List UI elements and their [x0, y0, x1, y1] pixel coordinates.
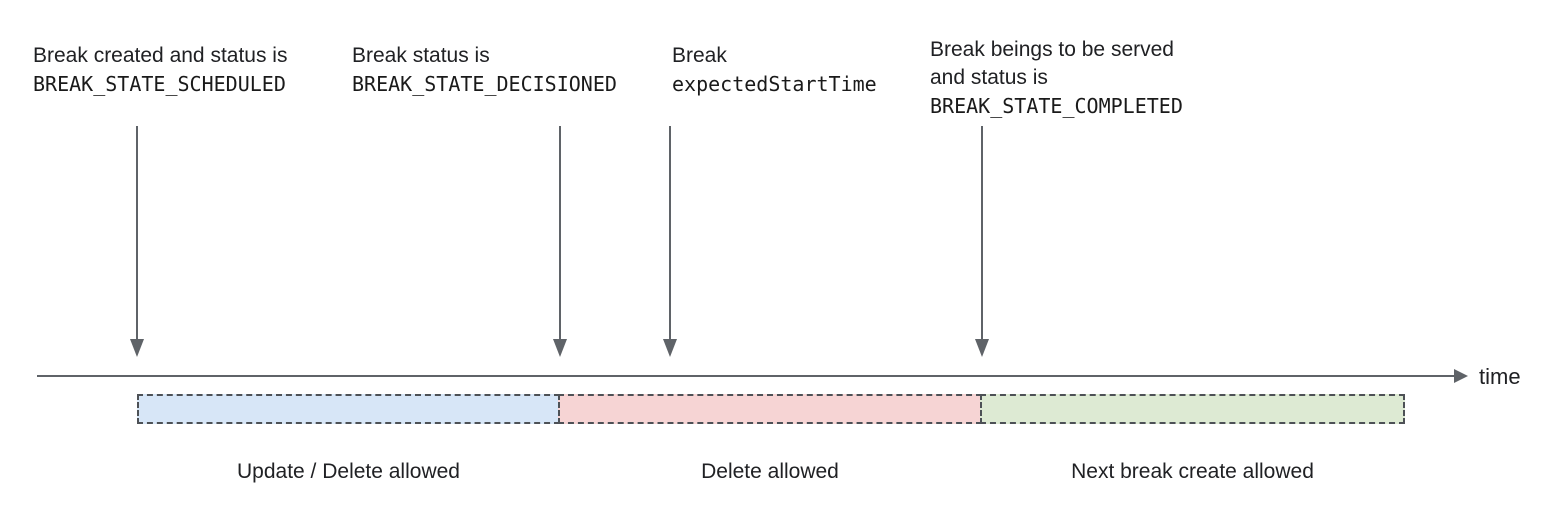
break-state-scheduled-code: BREAK_STATE_SCHEDULED [33, 72, 286, 96]
segment-next-break-create-allowed [980, 394, 1405, 424]
timeline-axis-label: time [1479, 364, 1521, 389]
break-state-decisioned-code: BREAK_STATE_DECISIONED [352, 72, 617, 96]
annotation-text: and status is [930, 66, 1048, 89]
timeline-axis [37, 369, 1468, 383]
expected-start-time-code: expectedStartTime [672, 72, 877, 96]
arrow-down-expected-start-time [663, 126, 677, 357]
arrow-down-break-decisioned [553, 126, 567, 357]
break-state-completed-code: BREAK_STATE_COMPLETED [930, 94, 1183, 118]
annotation-break-completed: Break beings to be served and status is … [930, 36, 1183, 120]
annotation-expected-start-time: Break expectedStartTime [672, 42, 877, 98]
annotation-text: Break created and status is [33, 44, 288, 67]
annotation-text: Break [672, 44, 727, 67]
annotation-break-decisioned: Break status is BREAK_STATE_DECISIONED [352, 42, 617, 98]
segment-label-delete: Delete allowed [701, 460, 839, 483]
annotation-text: Break beings to be served [930, 38, 1174, 61]
segment-update-delete-allowed [137, 394, 560, 424]
segment-label-update-delete: Update / Delete allowed [237, 460, 460, 483]
annotation-break-created: Break created and status is BREAK_STATE_… [33, 42, 287, 98]
segment-delete-allowed [558, 394, 982, 424]
annotation-text: Break status is [352, 44, 490, 67]
segment-label-next-break-create: Next break create allowed [1071, 460, 1314, 483]
arrow-down-break-completed [975, 126, 989, 357]
arrow-down-break-created [130, 126, 144, 357]
